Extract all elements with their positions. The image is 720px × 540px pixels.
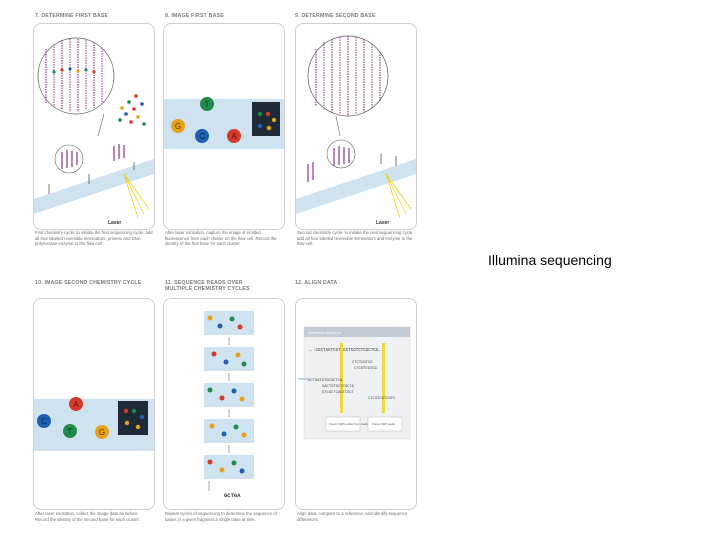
cluster-base-A: A (227, 129, 241, 143)
cluster-base-T: T (63, 424, 77, 438)
pointer-arrow (97, 113, 105, 137)
read-6: CTCGTCGTCGTC (368, 397, 396, 401)
svg-text:T: T (68, 427, 73, 436)
snp-highlight-1 (340, 343, 343, 413)
svg-text:C: C (41, 417, 47, 426)
step-12-caption: Align data, compare to a reference, and … (297, 511, 408, 522)
cluster-base-C: C (37, 414, 51, 428)
cycle-frame-1 (204, 311, 254, 335)
primer-tips (52, 67, 96, 74)
known-snp-box (325, 416, 361, 432)
cluster-base-T: T (200, 97, 214, 111)
cluster-base-G: G (95, 425, 109, 439)
cycle-frame-3 (204, 383, 254, 407)
illumina-figure: 7. DETERMINE FIRST BASE 8. IMAGE FIRST B… (30, 8, 422, 532)
reference-label: Reference sequence (308, 331, 341, 335)
step-8-caption: After laser excitation, capture the imag… (165, 230, 277, 247)
svg-text:C: C (199, 132, 205, 141)
step-11-heading: 11. SEQUENCE READS OVER MULTIPLE CHEMIST… (165, 280, 250, 292)
step-9-panel: Laser (295, 23, 417, 230)
new-snp-label: Known SNP reads (372, 422, 395, 426)
svg-text:A: A (73, 400, 79, 409)
laser-beams (385, 173, 412, 219)
cluster-base-G: G (171, 119, 185, 133)
final-read-label: GCTGA (224, 492, 241, 499)
svg-text:A: A (231, 132, 237, 141)
reference-sequence: ...CGCTAGTCGTCGCTCGTCTCGCTCG... (308, 349, 386, 353)
step-7-heading: 7. DETERMINE FIRST BASE (35, 13, 109, 19)
read-4: GACTGTGCTCGCTA (322, 385, 355, 389)
flow-cell (296, 159, 416, 214)
slide-title: Illumina sequencing (488, 252, 612, 268)
cluster-highlight (54, 144, 84, 174)
step-12-heading: 12. ALIGN DATA (295, 280, 338, 286)
read-1: CTCTCGTCG (352, 361, 373, 365)
step-9-illustration: Laser (296, 35, 416, 226)
clusters-on-flow-cell (48, 144, 135, 194)
clusters-on-flow-cell (307, 146, 397, 182)
step-7-panel: Laser (33, 23, 155, 230)
free-nucleotides (118, 94, 146, 126)
dna-strands-magnified (315, 36, 381, 115)
laser-beams (123, 173, 150, 219)
step-8-illustration: T G C A (164, 97, 284, 149)
cluster-base-C: C (195, 129, 209, 143)
step-8-heading: 8. IMAGE FIRST BASE (165, 13, 224, 19)
cluster-base-A: A (69, 397, 83, 411)
step-11-panel: GCTGA (163, 298, 285, 510)
reference-bar (304, 327, 410, 337)
step-7-illustration: Laser (34, 37, 154, 226)
step-10-illustration: A C T G (34, 397, 154, 451)
cycle-frame-2 (204, 347, 254, 371)
step-9-heading: 9. DETERMINE SECOND BASE (295, 13, 376, 19)
svg-text:G: G (175, 122, 181, 131)
snp-highlight-2 (382, 343, 385, 413)
step-11-caption: Repeat cycles of sequencing to determine… (165, 511, 277, 522)
step-10-caption: After laser excitation, collect the imag… (35, 511, 140, 522)
cycle-frame-5 (204, 455, 254, 479)
step-10-heading: 10. IMAGE SECOND CHEMISTRY CYCLE (35, 280, 142, 286)
dna-strands-magnified (45, 39, 103, 112)
new-snp-box (367, 416, 403, 432)
cycle-frame-4 (204, 419, 254, 443)
flow-cell (34, 159, 154, 214)
cluster-highlight (326, 139, 356, 169)
known-snp-label: Known SNPs called from reads (329, 422, 368, 426)
svg-text:T: T (205, 100, 210, 109)
step-11-illustration: GCTGA (204, 311, 254, 499)
laser-label: Laser (376, 220, 389, 226)
step-10-panel: A C T G (33, 298, 155, 510)
step-8-panel: T G C A (163, 23, 285, 230)
magnified-cluster-circle (37, 37, 115, 115)
read-3: GCTGATGTGCGCTCA (308, 379, 343, 383)
read-5: GTCGCTCAGTCGCT (322, 391, 355, 395)
read-2: CTCGTCGTCG (354, 367, 378, 371)
step-9-caption: Second chemistry cycle: to initiate the … (297, 230, 414, 247)
pointer-arrow (335, 115, 341, 137)
laser-label: Laser (108, 220, 121, 226)
step-7-caption: First chemistry cycle: to initiate the f… (35, 230, 153, 247)
step-12-illustration: Reference sequence ...CGCTAGTCGTCGCTCGTC… (298, 326, 411, 440)
step-12-panel: Reference sequence ...CGCTAGTCGTCGCTCGTC… (295, 298, 417, 510)
svg-text:G: G (99, 428, 105, 437)
